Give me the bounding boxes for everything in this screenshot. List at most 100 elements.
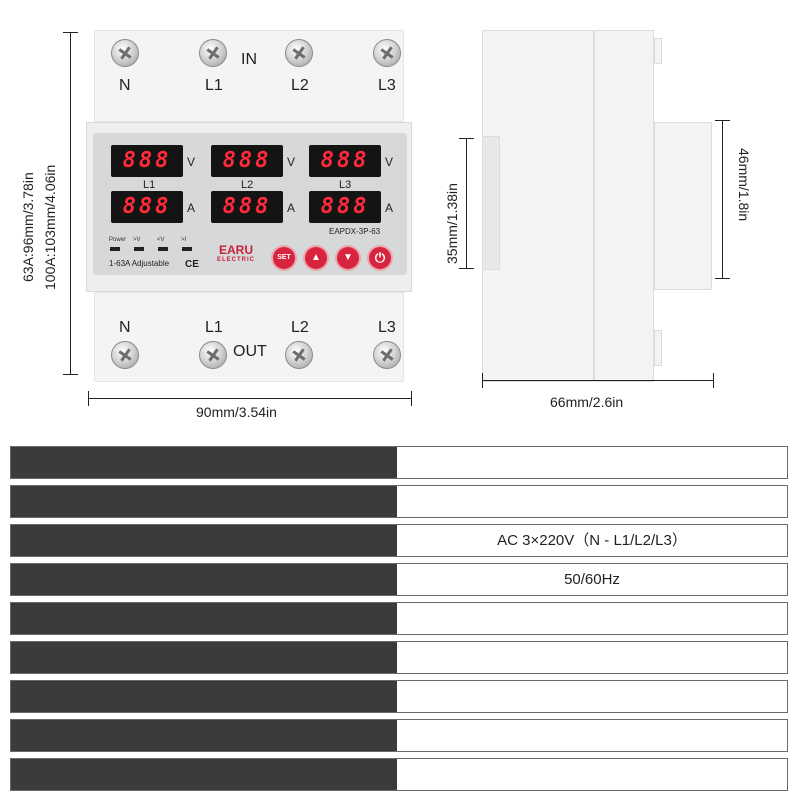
section-dimension-tick bbox=[715, 120, 730, 121]
width-dimension-tick bbox=[88, 391, 89, 406]
spec-label-cell bbox=[11, 564, 397, 595]
terminal-label-l2-in: L2 bbox=[291, 77, 309, 94]
rail-dimension-line bbox=[466, 138, 467, 268]
over-current-led-icon bbox=[182, 247, 192, 251]
spec-value-cell: AC 3×220V（N - L1/L2/L3） bbox=[397, 525, 787, 556]
phase-label-l3: L3 bbox=[339, 179, 352, 191]
range-label: 1-63A Adjustable bbox=[109, 259, 170, 268]
voltage-display-l3: 888 bbox=[309, 145, 381, 177]
phase-label-l2: L2 bbox=[241, 179, 254, 191]
height-dimension-text: 63A:96mm/3.78in bbox=[20, 172, 36, 282]
spec-label-cell bbox=[11, 720, 397, 751]
power-led-icon bbox=[110, 247, 120, 251]
screw-icon bbox=[111, 39, 139, 67]
din-rail-slot bbox=[482, 136, 500, 270]
current-unit-l3: A bbox=[385, 201, 394, 215]
up-button[interactable]: ▲ bbox=[305, 247, 327, 269]
spec-row: 50/60Hz bbox=[10, 563, 788, 596]
side-body-middle bbox=[594, 30, 654, 382]
indicator-label-over-current: >I bbox=[181, 237, 187, 243]
current-display-l3: 888 bbox=[309, 191, 381, 223]
spec-row bbox=[10, 602, 788, 635]
section-dimension-tick bbox=[715, 278, 730, 279]
spec-row bbox=[10, 446, 788, 479]
spec-value-cell bbox=[397, 486, 787, 517]
height-dimension-line bbox=[70, 32, 71, 374]
spec-row bbox=[10, 641, 788, 674]
terminal-label-l3-out: L3 bbox=[378, 319, 396, 336]
device-front-view: N L1 L2 L3 IN 888 V 888 V 888 V L1 L2 L3… bbox=[86, 30, 412, 382]
side-clip-top bbox=[654, 38, 662, 64]
over-voltage-led-icon bbox=[134, 247, 144, 251]
indicator-label-under-voltage: <V bbox=[157, 237, 165, 243]
input-label: IN bbox=[241, 51, 257, 68]
set-button[interactable]: SET bbox=[273, 247, 295, 269]
width-dimension-line bbox=[88, 398, 412, 399]
device-side-view bbox=[482, 30, 712, 382]
spec-value-cell bbox=[397, 681, 787, 712]
current-unit-l1: A bbox=[187, 201, 196, 215]
spec-row bbox=[10, 719, 788, 752]
screw-icon bbox=[373, 39, 401, 67]
depth-dimension-tick bbox=[482, 373, 483, 388]
voltage-unit-l3: V bbox=[385, 155, 394, 169]
current-display-l2: 888 bbox=[211, 191, 283, 223]
voltage-display-l2: 888 bbox=[211, 145, 283, 177]
height-dimension-tick bbox=[63, 374, 78, 375]
height-alt-dimension-text: 100A:103mm/4.06in bbox=[42, 164, 58, 290]
spec-label-cell bbox=[11, 681, 397, 712]
under-voltage-led-icon bbox=[158, 247, 168, 251]
section-dimension-text: 46mm/1.8in bbox=[736, 148, 752, 222]
spec-row bbox=[10, 758, 788, 791]
rail-dimension-text: 35mm/1.38in bbox=[444, 183, 460, 264]
depth-dimension-tick bbox=[713, 373, 714, 388]
spec-value-cell bbox=[397, 720, 787, 751]
spec-value-cell bbox=[397, 642, 787, 673]
side-body-front bbox=[482, 30, 594, 382]
terminal-label-l1-in: L1 bbox=[205, 77, 223, 94]
device-body: 888 V 888 V 888 V L1 L2 L3 888 A 888 A 8… bbox=[86, 122, 412, 292]
output-terminal-block: N L1 L2 L3 OUT bbox=[94, 292, 404, 382]
model-label: EAPDX-3P-63 bbox=[329, 227, 381, 236]
output-label: OUT bbox=[233, 343, 267, 360]
spec-label-cell bbox=[11, 486, 397, 517]
input-terminal-block: N L1 L2 L3 IN bbox=[94, 30, 404, 122]
spec-value-cell bbox=[397, 603, 787, 634]
control-panel: 888 V 888 V 888 V L1 L2 L3 888 A 888 A 8… bbox=[93, 133, 407, 275]
spec-label-cell bbox=[11, 525, 397, 556]
spec-row bbox=[10, 485, 788, 518]
rail-dimension-tick bbox=[459, 268, 474, 269]
spec-row: AC 3×220V（N - L1/L2/L3） bbox=[10, 524, 788, 557]
terminal-label-l3-in: L3 bbox=[378, 77, 396, 94]
screw-icon bbox=[199, 341, 227, 369]
power-button[interactable]: ⏻ bbox=[369, 247, 391, 269]
height-dimension-tick bbox=[63, 32, 78, 33]
current-unit-l2: A bbox=[287, 201, 296, 215]
screw-icon bbox=[373, 341, 401, 369]
screw-icon bbox=[285, 39, 313, 67]
side-rail-section bbox=[654, 122, 712, 290]
spec-label-cell bbox=[11, 447, 397, 478]
down-button[interactable]: ▼ bbox=[337, 247, 359, 269]
spec-value-cell bbox=[397, 759, 787, 790]
spec-label-cell bbox=[11, 642, 397, 673]
terminal-label-l1-out: L1 bbox=[205, 319, 223, 336]
depth-dimension-text: 66mm/2.6in bbox=[550, 394, 624, 410]
depth-dimension-line bbox=[482, 380, 714, 381]
voltage-display-l1: 888 bbox=[111, 145, 183, 177]
terminal-label-n-in: N bbox=[119, 77, 131, 94]
spec-value-cell bbox=[397, 447, 787, 478]
current-display-l1: 888 bbox=[111, 191, 183, 223]
spec-value-cell: 50/60Hz bbox=[397, 564, 787, 595]
voltage-unit-l1: V bbox=[187, 155, 196, 169]
screw-icon bbox=[111, 341, 139, 369]
terminal-label-n-out: N bbox=[119, 319, 131, 336]
screw-icon bbox=[285, 341, 313, 369]
brand-name: EARU bbox=[218, 243, 253, 257]
rail-dimension-tick bbox=[459, 138, 474, 139]
section-dimension-line bbox=[722, 120, 723, 278]
phase-label-l1: L1 bbox=[143, 179, 156, 191]
width-dimension-tick bbox=[411, 391, 412, 406]
brand-subtitle: ELECTRIC bbox=[217, 257, 255, 263]
screw-icon bbox=[199, 39, 227, 67]
